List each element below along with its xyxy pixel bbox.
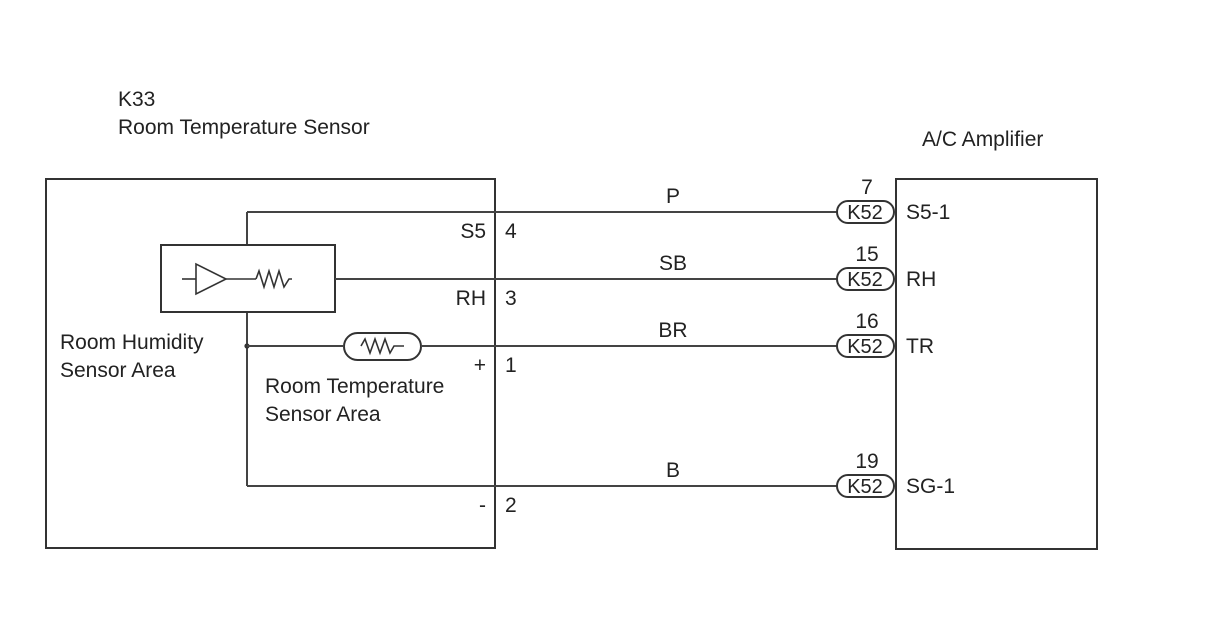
temperature-area-line1: Room Temperature [265,375,444,398]
humidity-area-line1: Room Humidity [60,331,204,354]
sensor-box [45,178,496,549]
wire-1-color: SB [659,252,687,275]
wire-2-amp-label: TR [906,335,934,358]
amplifier-box [895,178,1098,550]
wire-3-sensor-label: - [479,494,486,517]
humidity-resistor-icon [255,268,292,290]
sensor-name: Room Temperature Sensor [118,116,370,139]
temperature-area-line2: Sensor Area [265,403,381,426]
wire-3-amp-pin: 19 [855,450,878,473]
wire-3-sensor-pin: 2 [505,494,517,517]
humidity-area-line2: Sensor Area [60,359,176,382]
wire-0-color: P [666,185,680,208]
wire-2-connector-icon [836,334,895,358]
wire-1-sensor-pin: 3 [505,287,517,310]
wire-3-connector: K52 [847,476,883,498]
amplifier-name: A/C Amplifier [922,128,1043,151]
wire-0-connector: K52 [847,202,883,224]
wire-1-amp-pin: 15 [855,243,878,266]
wire-0-amp-pin: 7 [861,176,873,199]
wire-1-connector: K52 [847,269,883,291]
amplifier-icon [195,262,228,296]
wire-3-amp-label: SG-1 [906,475,955,498]
wire-0-sensor-pin: 4 [505,220,517,243]
wire-2-color: BR [658,319,687,342]
wire-3-connector-icon [836,474,895,498]
wire-2-sensor-label: + [474,354,486,377]
wire-1-sensor-label: RH [456,287,486,310]
wire-1-connector-icon [836,267,895,291]
wire-0-sensor-label: S5 [460,220,486,243]
wire-3-color: B [666,459,680,482]
wire-2-sensor-pin: 1 [505,354,517,377]
wire-0-connector-icon [836,200,895,224]
sensor-code: K33 [118,88,155,111]
wire-0-amp-label: S5-1 [906,201,950,224]
wire-2-amp-pin: 16 [855,310,878,333]
wire-1-amp-label: RH [906,268,936,291]
thermistor-resistor-icon [360,336,404,356]
wire-2-connector: K52 [847,336,883,358]
